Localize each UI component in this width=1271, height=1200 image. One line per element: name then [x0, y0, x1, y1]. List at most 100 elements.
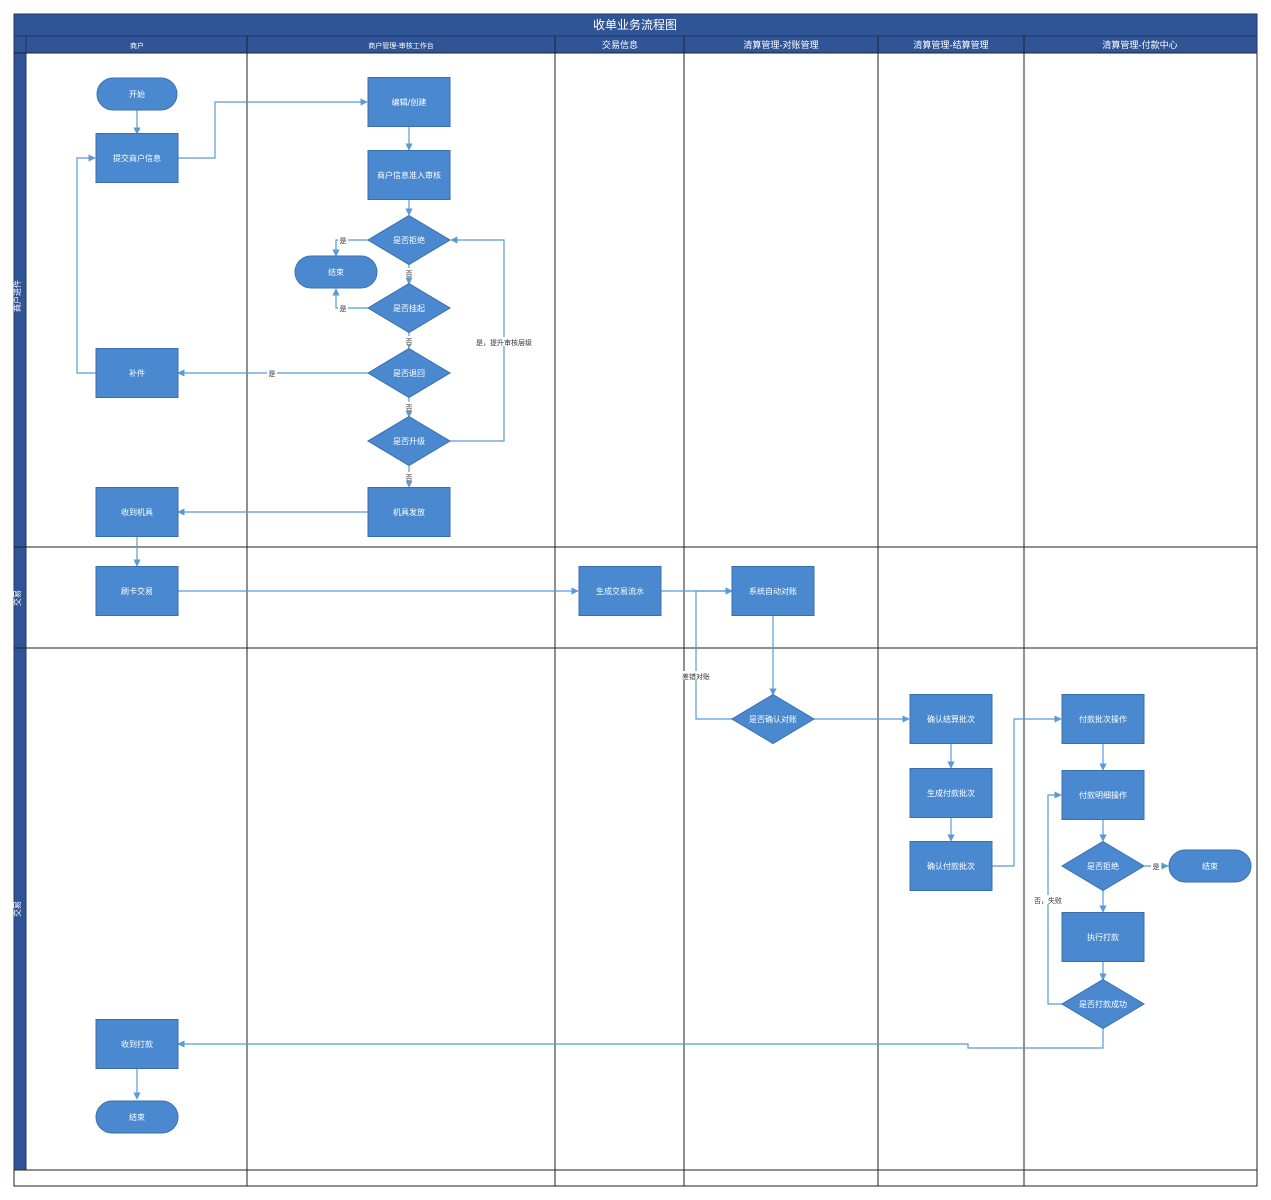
flow-node-terminal: 结束	[1168, 849, 1252, 883]
node-label: 付款批次操作	[1079, 714, 1127, 724]
terminal-shape	[95, 1100, 179, 1134]
process-shape	[95, 566, 179, 616]
flow-node-decision: 是否挂起	[367, 282, 451, 334]
row-label-trade-2: 交易	[12, 901, 22, 917]
node-label: 是否挂起	[393, 303, 425, 313]
node-label: 机具发放	[393, 507, 425, 517]
flow-node-decision: 是否拒绝	[1061, 840, 1145, 892]
edge-label-no: 否	[406, 474, 413, 482]
flow-node-decision: 是否退回	[367, 347, 451, 399]
row-label-onboarding: 商户进件	[12, 280, 22, 312]
node-label: 商户信息准入审核	[377, 170, 441, 180]
flow-node-terminal: 结束	[95, 1100, 179, 1134]
nodes: 开始提交商户信息编辑/创建商户信息准入审核是否拒绝结束是否挂起是否退回补件是否升…	[95, 77, 1252, 1134]
node-label: 是否拒绝	[1087, 861, 1119, 871]
decision-shape	[367, 214, 451, 266]
node-label: 是否升级	[393, 436, 425, 446]
flow-node-terminal: 结束	[294, 255, 378, 289]
edge-label-recon-fix: 差错对账	[682, 672, 710, 681]
process-shape	[578, 566, 662, 616]
edge-submit-entry	[178, 98, 368, 159]
flow-node-process: 确认付款批次	[909, 841, 993, 891]
flow-node-terminal: 开始	[96, 77, 178, 111]
terminal-shape	[294, 255, 378, 289]
node-label: 是否打款成功	[1079, 999, 1127, 1009]
edge-label-yes: 是	[340, 305, 347, 313]
flow-node-process: 机具发放	[367, 487, 451, 537]
node-label: 生成付款批次	[927, 788, 975, 798]
flow-node-process: 刷卡交易	[95, 566, 179, 616]
column-header-settle: 清算管理-结算管理	[913, 39, 988, 51]
flow-node-decision: 是否确认对账	[731, 693, 815, 745]
decision-shape	[731, 693, 815, 745]
flow-node-process: 编辑/创建	[367, 77, 451, 127]
edge-label-no-fail: 否，失败	[1034, 896, 1062, 905]
process-shape	[95, 348, 179, 398]
flow-node-process: 执行打款	[1061, 912, 1145, 962]
node-label: 确认付款批次	[927, 861, 975, 871]
node-label: 付款明细操作	[1079, 790, 1127, 800]
column-header-recon: 清算管理-对账管理	[743, 39, 818, 51]
flow-node-process: 生成付款批次	[909, 768, 993, 818]
flow-node-decision: 是否升级	[367, 415, 451, 467]
terminal-shape	[1168, 849, 1252, 883]
process-shape	[1061, 694, 1145, 744]
node-label: 系统自动对账	[749, 586, 797, 596]
edge-reject-end	[332, 239, 368, 257]
flow-node-decision: 是否拒绝	[367, 214, 451, 266]
edge-patch-submit	[76, 154, 96, 374]
column-header-merchant: 商户	[130, 41, 144, 50]
edge-label-yes: 是	[1153, 863, 1160, 871]
process-shape	[95, 133, 179, 183]
node-label: 补件	[129, 368, 145, 378]
edge-label-no: 否	[406, 270, 413, 278]
node-label: 是否确认对账	[749, 714, 797, 724]
node-label: 收到打款	[121, 1039, 153, 1049]
column-header-workbench: 商户管理-审核工作台	[368, 41, 434, 50]
edge-confirm-recon	[695, 587, 733, 720]
edge-success-received	[177, 1028, 1104, 1049]
edge-label-yes-escalate: 是，提升审核层级	[476, 338, 532, 347]
node-label: 结束	[1202, 861, 1218, 871]
flow-node-decision: 是否打款成功	[1061, 978, 1145, 1030]
process-shape	[909, 694, 993, 744]
process-shape	[367, 77, 451, 127]
decision-shape	[367, 282, 451, 334]
process-shape	[1061, 912, 1145, 962]
edge-label-yes: 是	[340, 237, 347, 245]
node-label: 生成交易流水	[596, 586, 644, 596]
flow-node-process: 系统自动对账	[731, 566, 815, 616]
flow-node-process: 生成交易流水	[578, 566, 662, 616]
decision-shape	[1061, 840, 1145, 892]
flow-node-process: 补件	[95, 348, 179, 398]
process-shape	[95, 1019, 179, 1069]
edge-label-no: 否	[406, 338, 413, 346]
column-header-pay: 清算管理-付款中心	[1102, 39, 1177, 51]
flow-node-process: 提交商户信息	[95, 133, 179, 183]
node-label: 确认结算批次	[927, 714, 975, 724]
edge-confirmpay-batchop	[992, 715, 1062, 867]
process-shape	[909, 841, 993, 891]
flow-node-process: 付款明细操作	[1061, 770, 1145, 820]
node-label: 提交商户信息	[113, 153, 161, 163]
diagram-title: 收单业务流程图	[593, 17, 677, 32]
process-shape	[1061, 770, 1145, 820]
node-label: 执行打款	[1087, 932, 1119, 942]
terminal-shape	[96, 77, 178, 111]
flow-node-process: 商户信息准入审核	[367, 150, 451, 200]
flow-node-process: 收到机具	[95, 487, 179, 537]
flow-node-process: 确认结算批次	[909, 694, 993, 744]
column-header-band	[25, 35, 1258, 54]
process-shape	[367, 150, 451, 200]
process-shape	[95, 487, 179, 537]
decision-shape	[367, 347, 451, 399]
node-label: 是否拒绝	[393, 235, 425, 245]
decision-shape	[1061, 978, 1145, 1030]
node-label: 收到机具	[121, 507, 153, 517]
edge-labels: 是 否 是 否 是 否 是，提升审核层级 否 差错对账 是 否，失败	[267, 235, 1161, 905]
edge-label-yes: 是	[269, 370, 276, 378]
edge-label-no: 否	[406, 404, 413, 412]
node-label: 编辑/创建	[392, 97, 427, 107]
column-header-trade: 交易信息	[602, 39, 638, 51]
